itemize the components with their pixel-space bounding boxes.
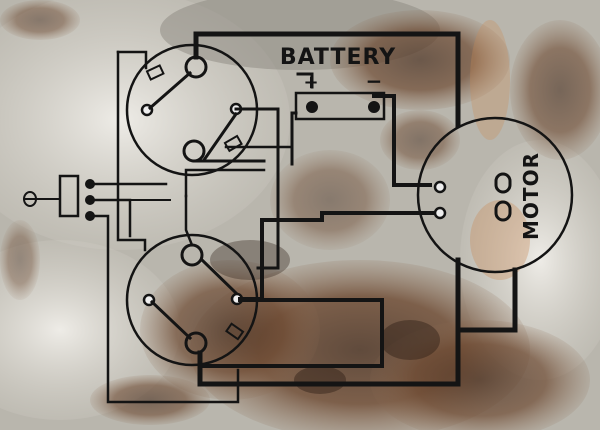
battery-symbol — [294, 91, 386, 121]
bottom-switch-terminal-bottom — [184, 331, 208, 355]
battery-negative-sign: − — [366, 69, 383, 93]
motor-circle — [416, 116, 574, 274]
battery-label: BATTERY — [280, 45, 396, 70]
battery-positive-sign: + — [303, 72, 318, 93]
left-connector — [58, 174, 80, 218]
wire-network — [23, 31, 574, 404]
motor-label: MOTOR — [519, 152, 543, 240]
